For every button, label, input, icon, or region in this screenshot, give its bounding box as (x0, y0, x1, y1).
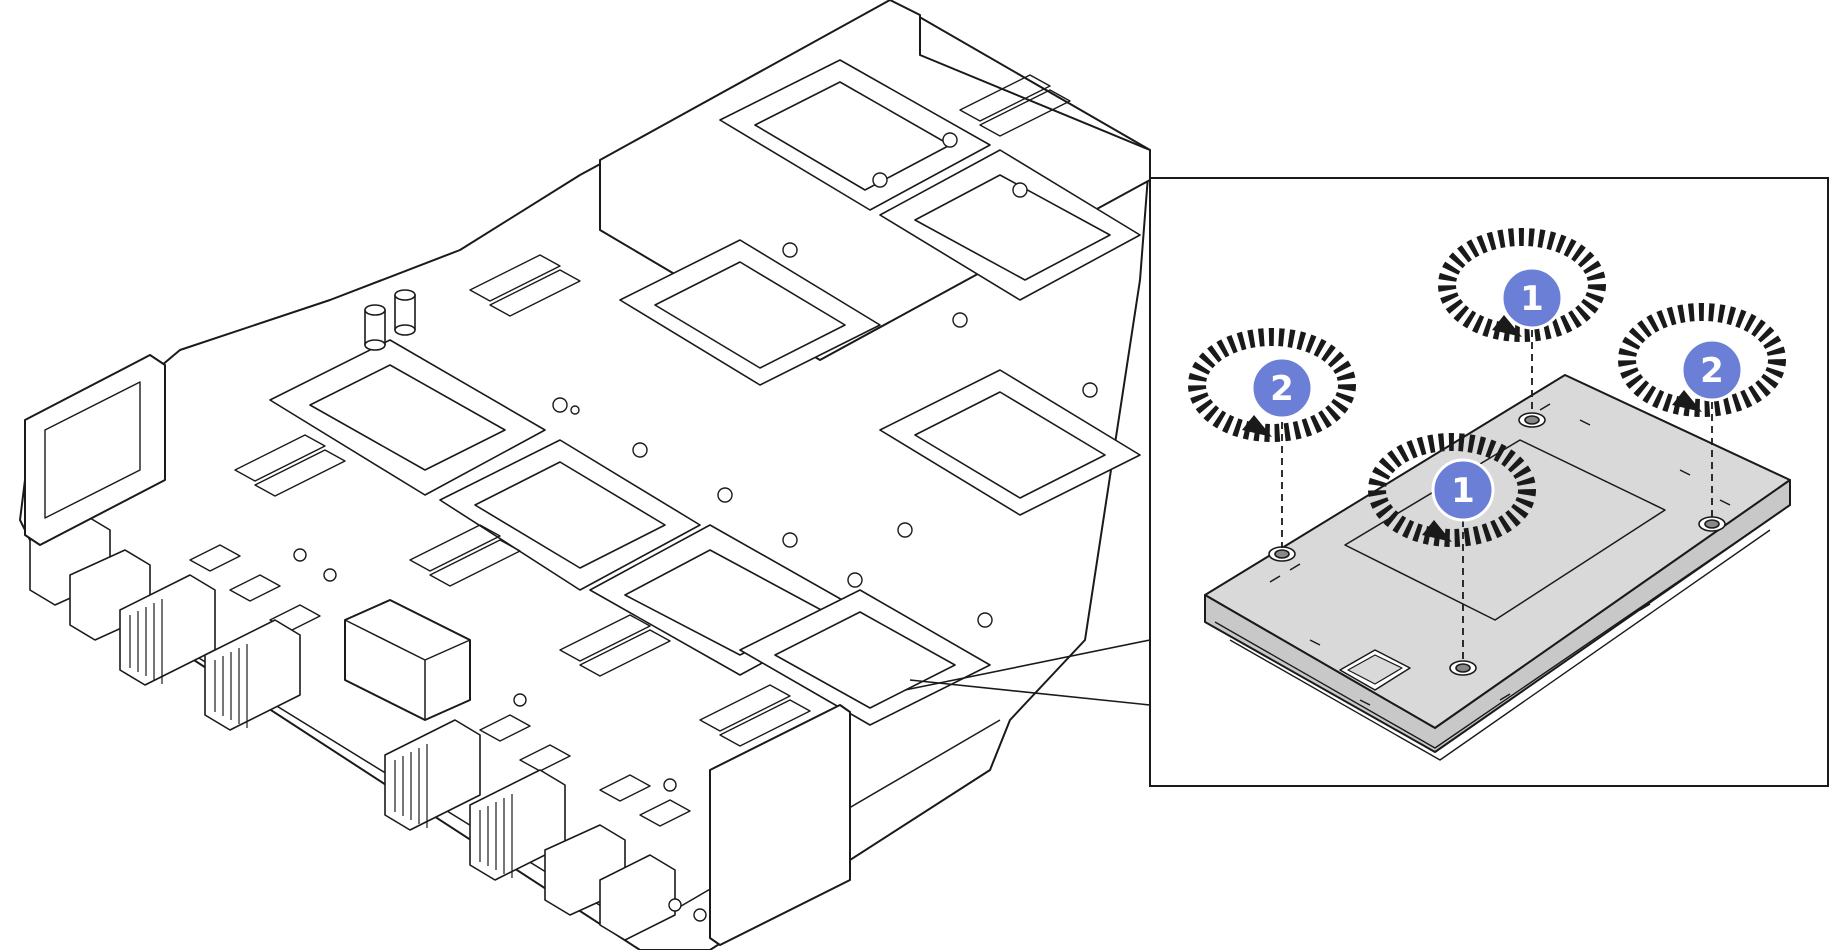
standoff-posts (364, 289, 416, 351)
screw-left-icon (1268, 546, 1296, 562)
plate-screws (1268, 412, 1726, 676)
step-badge-top: 1 (1500, 266, 1564, 330)
step-badge-left: 2 (1250, 356, 1314, 420)
step-badge-front: 1 (1431, 458, 1495, 522)
step-number: 1 (1451, 471, 1475, 511)
rotate-arrow-icon (1438, 228, 1606, 342)
step-number: 2 (1700, 351, 1724, 391)
connector-fins (129, 599, 513, 878)
rotation-arrows (1188, 228, 1786, 547)
rear-bracket (709, 704, 851, 946)
step-number: 2 (1270, 369, 1294, 409)
gpu-module-array (269, 59, 1141, 726)
system-board-illustration (19, 0, 1151, 950)
screw-top-icon (1518, 412, 1546, 428)
left-riser-card (24, 354, 166, 546)
module-plate (1204, 374, 1791, 761)
screw-front-icon (1449, 660, 1477, 676)
step-badges: 1 1 2 2 (1250, 266, 1744, 522)
rotate-arrow-icon (1188, 328, 1356, 442)
memory-strips (234, 74, 1071, 747)
callout-leader-lines (904, 639, 1151, 706)
step-badge-right: 2 (1680, 338, 1744, 402)
step-number: 1 (1520, 279, 1544, 319)
screw-right-icon (1698, 516, 1726, 532)
detail-inset: 1 1 2 2 (1149, 177, 1829, 787)
screw-holes (293, 132, 1098, 922)
screw-axis-lines (1281, 318, 1713, 662)
chips (189, 544, 691, 827)
rotate-arrow-icon (1618, 303, 1786, 417)
heatsink-block (344, 599, 471, 721)
rotate-arrow-icon (1368, 433, 1536, 547)
